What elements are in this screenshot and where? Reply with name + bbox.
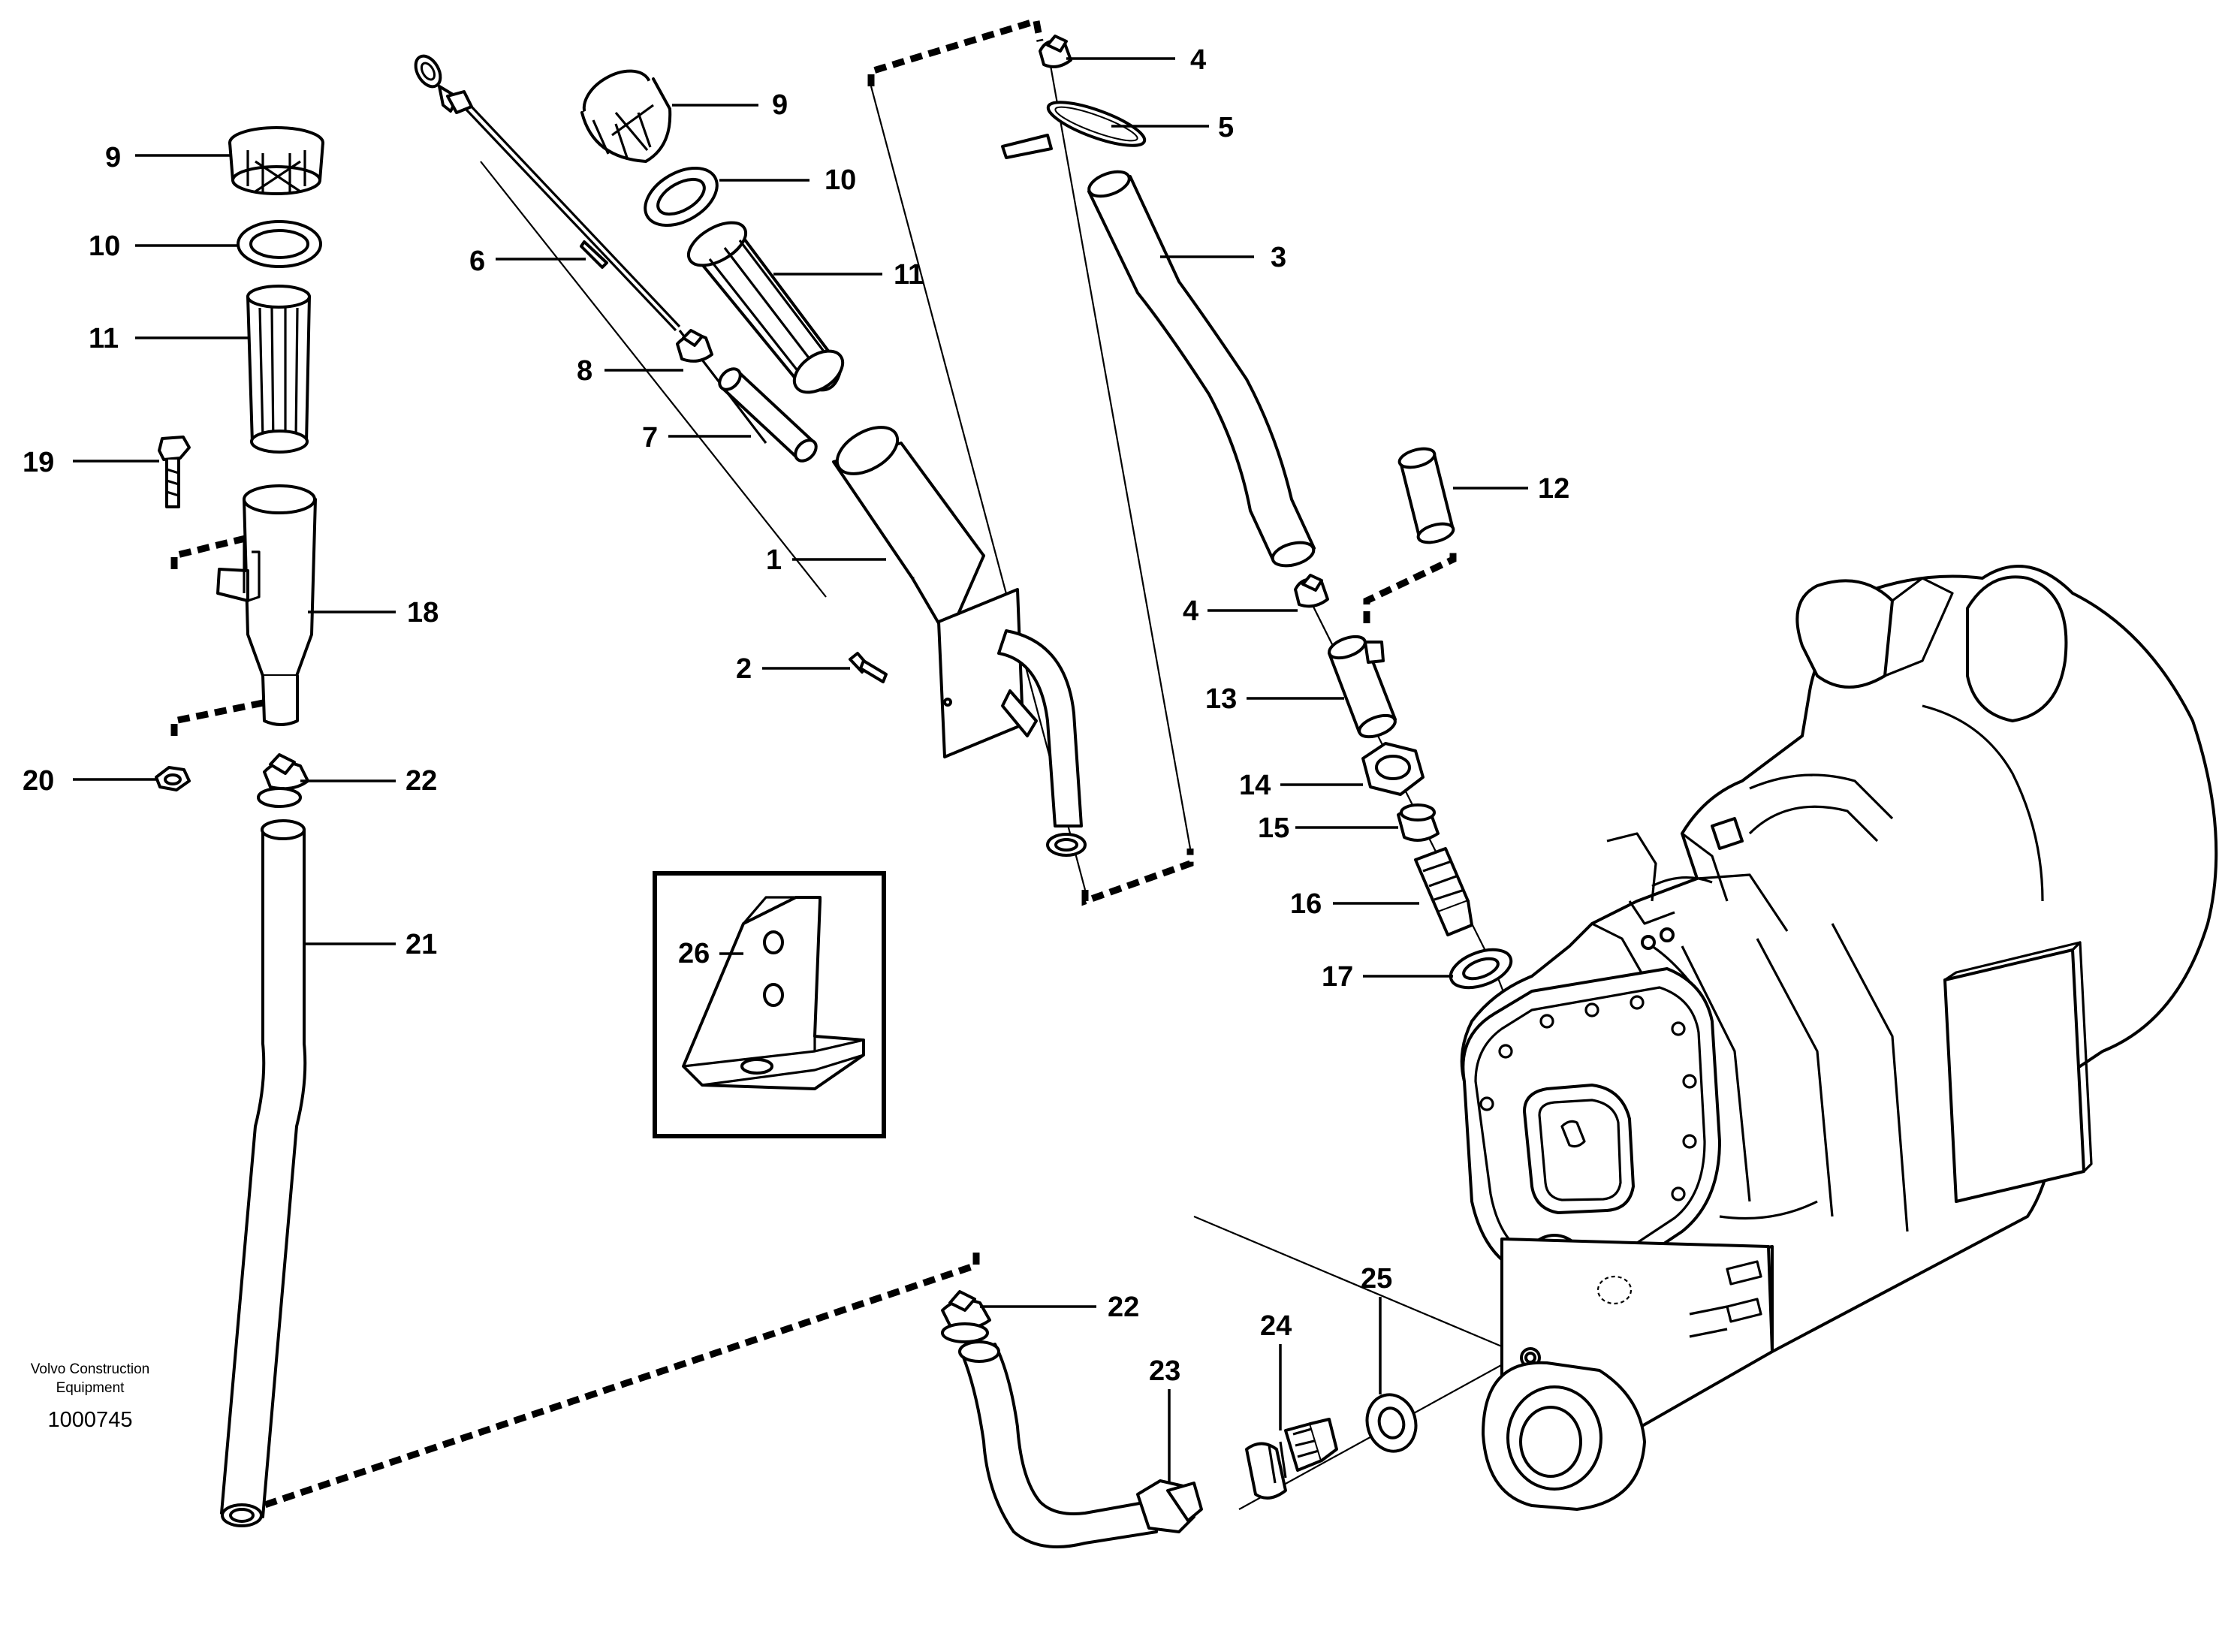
nut-23 [1136, 1479, 1203, 1533]
callout-6: 6 [469, 246, 485, 277]
callout-11-center: 11 [894, 259, 924, 291]
center-filler-cap [580, 69, 672, 163]
lower-clamp-22 [941, 1290, 991, 1343]
left-nut [155, 766, 191, 791]
callout-4-top: 4 [1190, 44, 1206, 76]
upper-clamp-4 [1039, 35, 1072, 68]
sleeve-13 [1328, 635, 1397, 739]
callout-22-upper: 22 [406, 765, 437, 797]
center-seal-ring [644, 167, 719, 227]
lower-hose [958, 1340, 1158, 1548]
brand-line-2: Equipment [56, 1380, 125, 1396]
callouts: 9 10 11 19 18 20 22 21 6 9 10 11 8 7 1 2… [23, 44, 1569, 1483]
callout-22-lower: 22 [1108, 1292, 1139, 1323]
left-seal-ring [237, 220, 322, 268]
clamp-4-lower [1294, 574, 1329, 608]
routing-dashed-lines [170, 17, 1457, 1518]
callout-2: 2 [736, 653, 752, 685]
callout-9-left: 9 [105, 142, 121, 173]
figure-number: 1000745 [48, 1408, 133, 1432]
callout-11-left: 11 [89, 323, 119, 354]
callout-8: 8 [577, 355, 592, 387]
callout-7: 7 [642, 422, 658, 454]
callout-20: 20 [23, 765, 54, 797]
center-clamp-8 [676, 329, 713, 363]
cable-tie-5 [1001, 101, 1147, 159]
callout-18: 18 [407, 597, 439, 629]
left-strainer [246, 285, 311, 454]
callout-23: 23 [1149, 1355, 1180, 1387]
center-strainer [687, 221, 845, 394]
dipstick [414, 54, 767, 444]
seal-25 [1365, 1393, 1418, 1453]
nut-14 [1361, 742, 1425, 796]
center-bracket [937, 588, 1087, 857]
seal-17 [1449, 948, 1513, 990]
sleeve-12 [1397, 447, 1455, 544]
nipple-16 [1414, 847, 1473, 936]
callout-3: 3 [1271, 242, 1286, 273]
callout-15: 15 [1258, 812, 1289, 844]
callout-9-center: 9 [772, 89, 788, 121]
figure-caption: Volvo Construction Equipment 1000745 [31, 1361, 149, 1432]
sleeve-15 [1397, 803, 1440, 842]
callout-5: 5 [1218, 112, 1234, 143]
left-hose [220, 819, 307, 1527]
callout-17: 17 [1322, 961, 1353, 993]
callout-21: 21 [406, 929, 437, 960]
callout-16: 16 [1290, 888, 1322, 920]
callout-10-left: 10 [89, 231, 120, 262]
left-filler-cap [228, 126, 324, 195]
callout-10-center: 10 [825, 164, 856, 196]
center-sleeve-7 [718, 367, 818, 463]
callout-24: 24 [1260, 1310, 1292, 1342]
callout-4-middle: 4 [1183, 595, 1198, 627]
breather-hose-3 [1087, 170, 1316, 568]
nipple-24 [1245, 1418, 1338, 1500]
brand-line-1: Volvo Construction [31, 1361, 149, 1377]
callout-26: 26 [678, 938, 710, 969]
callout-13: 13 [1205, 683, 1237, 715]
left-hose-clamp [257, 753, 309, 808]
left-bolt [158, 436, 191, 508]
left-filler-tube [216, 484, 317, 726]
callout-25: 25 [1361, 1263, 1392, 1295]
center-screw-2 [849, 652, 888, 683]
callout-19: 19 [23, 447, 54, 478]
callout-1: 1 [766, 544, 782, 576]
callout-12: 12 [1538, 473, 1569, 505]
center-filler-tube-1 [832, 426, 985, 625]
transmission-housing [1460, 565, 2218, 1511]
callout-14: 14 [1239, 770, 1271, 801]
detail-box-26 [653, 871, 886, 1138]
